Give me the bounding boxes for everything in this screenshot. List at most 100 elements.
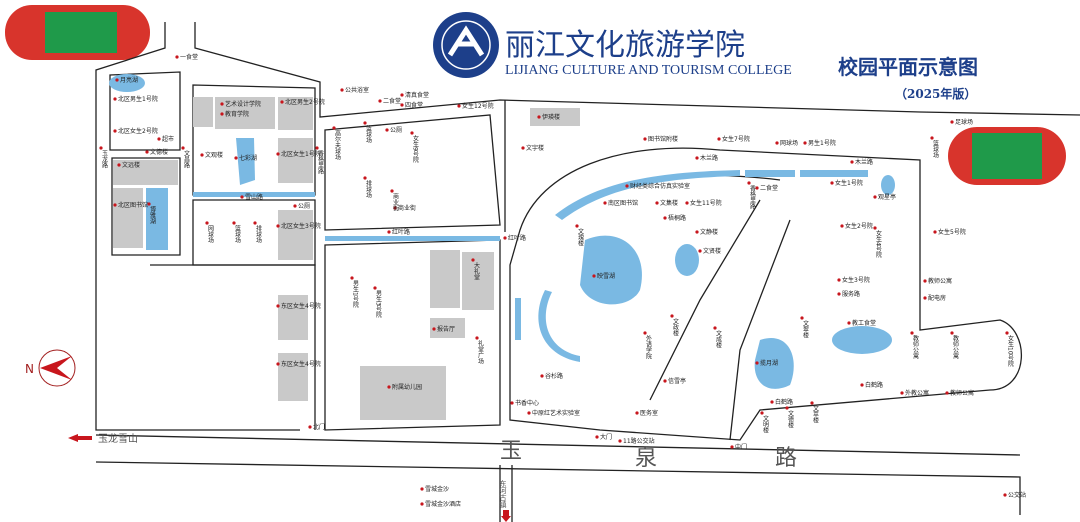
poi-label: 报告厅 — [437, 325, 455, 333]
poi-label: 白鹤路 — [865, 381, 883, 389]
poi-marker — [643, 137, 647, 141]
poi-label: 文政楼 — [672, 317, 679, 337]
poi-label: 伊瑛楼 — [542, 113, 560, 121]
poi-label: 教育学院 — [225, 110, 249, 118]
west-arrow-icon — [68, 434, 92, 442]
poi-label: 外语学院 — [645, 334, 652, 360]
poi-label: 商业街 — [398, 204, 416, 212]
stadium-south — [948, 127, 1066, 185]
poi-label: 篮球场 — [365, 124, 372, 144]
poi-marker — [232, 221, 236, 225]
poi-marker — [837, 278, 841, 282]
poi-label: 女生12号院 — [462, 102, 494, 110]
poi-label: 文萃楼 — [812, 404, 819, 424]
main-road-char-1: 玉 — [500, 439, 522, 464]
poi-marker — [457, 104, 461, 108]
poi-marker — [755, 361, 759, 365]
poi-label: 文宇楼 — [526, 144, 544, 152]
poi-marker — [332, 126, 336, 130]
poi-label: 女生2号院 — [845, 222, 873, 230]
poi-marker — [850, 160, 854, 164]
poi-marker — [390, 189, 394, 193]
poi-label: 中原红艺术实验室 — [532, 409, 580, 417]
poi-marker — [181, 146, 185, 150]
poi-marker — [950, 331, 954, 335]
poi-label: 排球场 — [255, 224, 262, 244]
poi-label: 网球场 — [780, 139, 798, 147]
poi-label: 香格里路 — [317, 149, 324, 175]
poi-marker — [837, 292, 841, 296]
poi-label: 映雪湖 — [597, 272, 615, 280]
poi-marker — [603, 201, 607, 205]
poi-label: 雪城金沙酒店 — [425, 500, 461, 508]
poi-label: 北区图书馆 — [118, 201, 148, 209]
poi-label: 东区女生4号院 — [281, 302, 321, 310]
poi-label: 教工食堂 — [852, 319, 876, 327]
poi-marker — [276, 304, 280, 308]
poi-marker — [923, 296, 927, 300]
water-bodies — [109, 74, 895, 389]
poi-label: 北区女生3号院 — [281, 222, 321, 230]
poi-marker — [635, 411, 639, 415]
south-arrow-icon — [501, 510, 511, 522]
poi-marker — [400, 93, 404, 97]
poi-marker — [393, 206, 397, 210]
poi-label: 高尔夫球场 — [334, 129, 341, 161]
poi-label: 足球场 — [955, 118, 973, 126]
poi-marker — [747, 181, 751, 185]
poi-label: 女生4号院 — [875, 229, 882, 259]
poi-label: 图书馆附楼 — [648, 135, 678, 143]
poi-label: 女生9号院 — [412, 134, 419, 164]
college-logo — [433, 12, 499, 78]
poi-marker — [860, 383, 864, 387]
poi-marker — [900, 391, 904, 395]
poi-marker — [503, 236, 507, 240]
poi-label: 女生11号院 — [690, 199, 722, 207]
poi-label: 文远楼 — [122, 161, 140, 169]
poi-marker — [253, 221, 257, 225]
poi-marker — [378, 99, 382, 103]
poi-marker — [276, 224, 280, 228]
poi-label: 教师公寓 — [950, 389, 974, 397]
poi-label: 男生1号院 — [808, 139, 836, 147]
poi-marker — [685, 201, 689, 205]
poi-marker — [1003, 493, 1007, 497]
poi-label: 教师公寓 — [928, 277, 952, 285]
poi-marker — [840, 224, 844, 228]
poi-marker — [350, 276, 354, 280]
poi-label: 北区女生2号院 — [118, 127, 158, 135]
poi-marker — [432, 327, 436, 331]
poi-marker — [800, 316, 804, 320]
poi-label: 红叶路 — [392, 228, 410, 236]
edition-label: （2025年版） — [895, 86, 976, 101]
poi-label: 女生3号院 — [842, 276, 870, 284]
poi-label: 配电房 — [928, 294, 946, 302]
poi-label: 公厕 — [390, 127, 402, 134]
poi-label: 超市 — [162, 135, 174, 143]
poi-label: 财经类综合仿真实验室 — [630, 182, 690, 190]
poi-marker — [803, 141, 807, 145]
poi-marker — [99, 146, 103, 150]
poi-label: 男生3号院 — [375, 290, 382, 319]
poi-marker — [308, 425, 312, 429]
poi-label: 教师公寓 — [912, 334, 919, 360]
poi-marker — [220, 112, 224, 116]
poi-marker — [785, 406, 789, 410]
poi-marker — [775, 141, 779, 145]
poi-label: 艺术设计学院 — [225, 100, 261, 108]
poi-label: 文德楼 — [787, 409, 794, 429]
poi-label: 香格里路 — [749, 184, 756, 210]
poi-marker — [387, 230, 391, 234]
poi-marker — [117, 163, 121, 167]
poi-label: 公厕 — [298, 203, 310, 210]
poi-label: 北区男生1号院 — [118, 95, 158, 103]
poi-marker — [830, 181, 834, 185]
poi-marker — [420, 502, 424, 506]
poi-label: 排球场 — [365, 179, 372, 199]
poi-label: 揽月湖 — [760, 359, 778, 367]
poi-marker — [770, 400, 774, 404]
poi-marker — [340, 88, 344, 92]
poi-marker — [663, 216, 667, 220]
poi-marker — [475, 336, 479, 340]
compass-north-label: N — [25, 362, 34, 376]
